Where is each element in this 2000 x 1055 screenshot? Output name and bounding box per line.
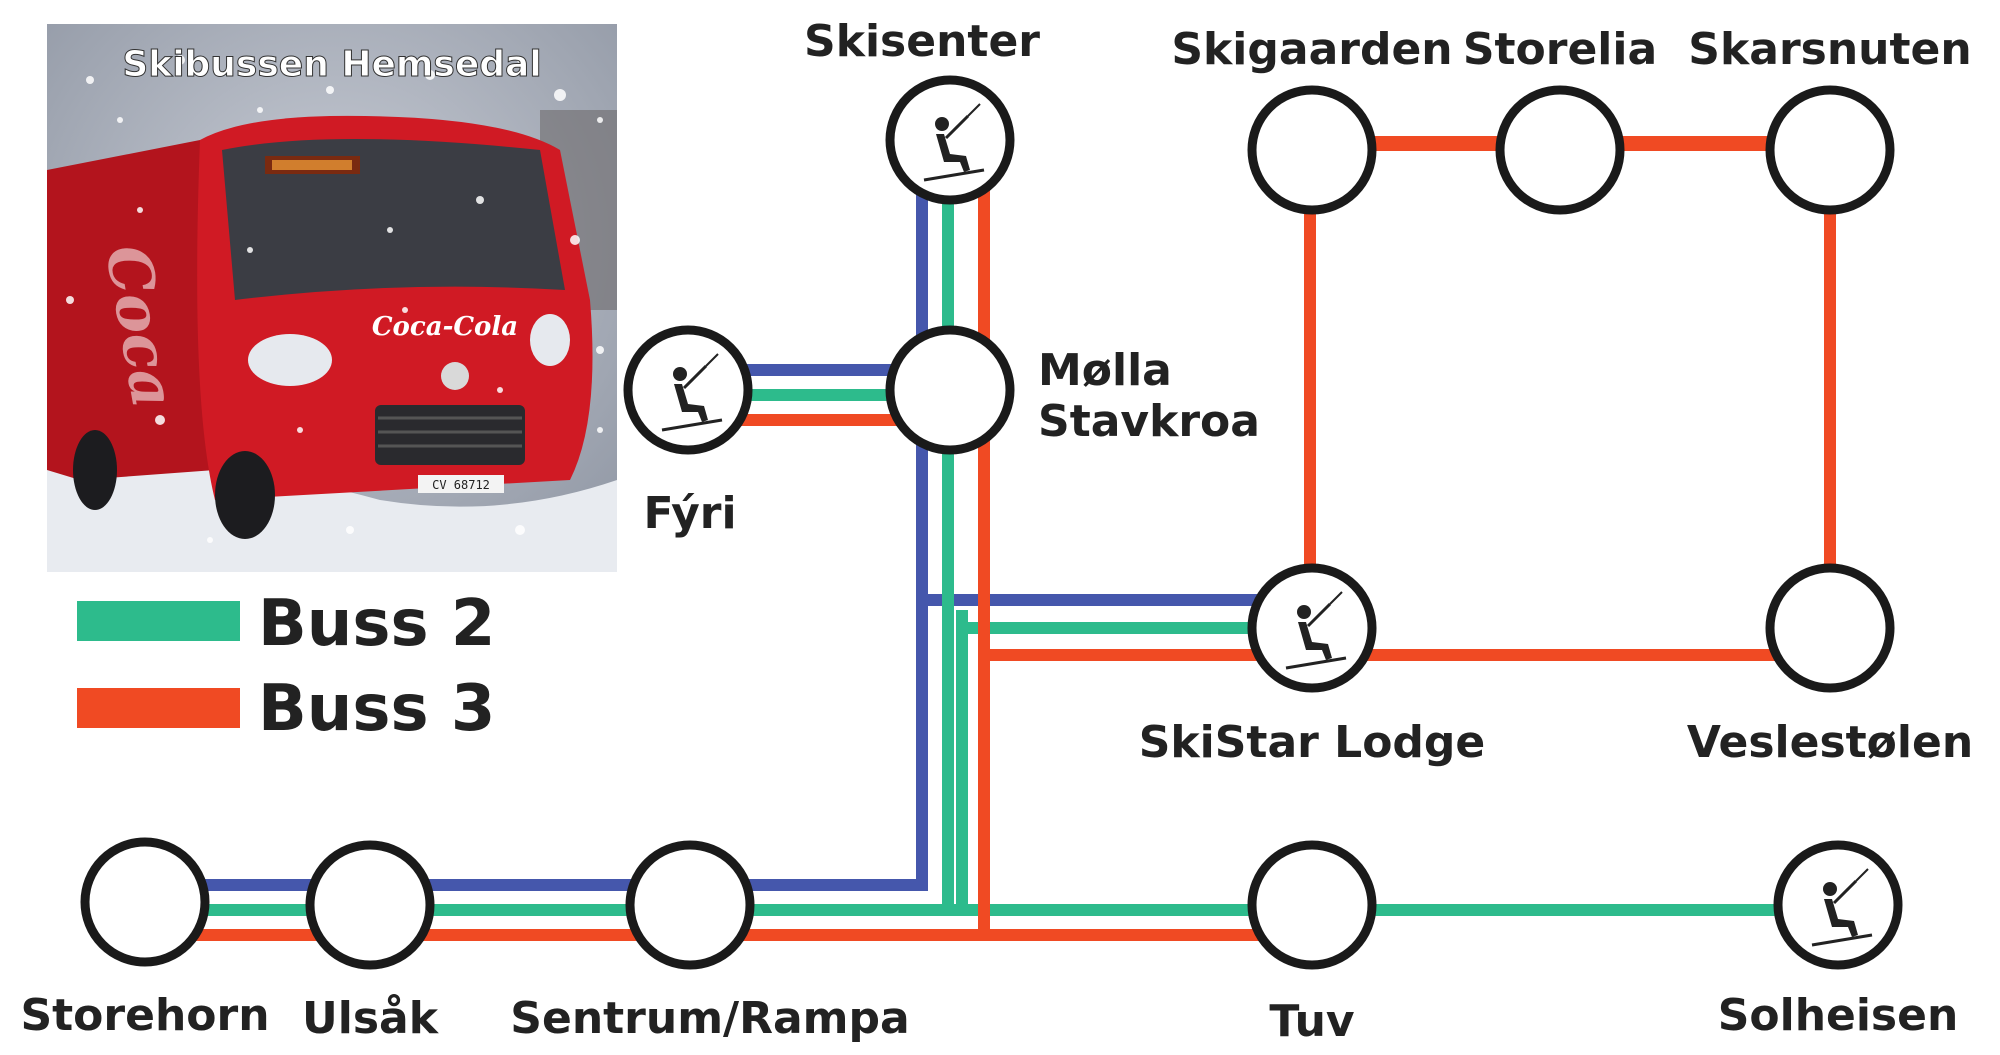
station-labels: Skisenter Mølla Stavkroa Fýri Skigaarden… bbox=[20, 16, 1973, 1047]
station-skistar-lodge[interactable] bbox=[1247, 563, 1377, 693]
legend-swatch-buss-3 bbox=[77, 688, 240, 728]
label-skigaarden: Skigaarden bbox=[1171, 24, 1452, 75]
plate-text: CV 68712 bbox=[432, 478, 490, 492]
station-skarsnuten[interactable] bbox=[1765, 85, 1895, 215]
route-line-blue bbox=[145, 145, 928, 891]
station-ulsak[interactable] bbox=[305, 840, 435, 970]
station-skisenter[interactable] bbox=[885, 75, 1015, 205]
label-tuv: Tuv bbox=[1269, 996, 1355, 1047]
station-fyri[interactable] bbox=[623, 325, 753, 455]
station-tuv[interactable] bbox=[1247, 840, 1377, 970]
legend-label-buss-2: Buss 2 bbox=[258, 587, 495, 661]
station-storelia[interactable] bbox=[1495, 85, 1625, 215]
station-veslestolen[interactable] bbox=[1765, 563, 1895, 693]
bus-brand-text: Coca-Cola bbox=[372, 312, 518, 342]
label-veslestolen: Veslestølen bbox=[1687, 717, 1973, 768]
ski-lift-icons bbox=[656, 98, 1874, 947]
label-ulsak: Ulsåk bbox=[302, 993, 440, 1044]
legend-swatch-buss-2 bbox=[77, 601, 240, 641]
bus-photo: CV 68712 Coca-Cola Coca Skibussen Hemsed… bbox=[47, 24, 617, 572]
bus-windshield bbox=[222, 139, 565, 300]
label-skistar-lodge: SkiStar Lodge bbox=[1139, 717, 1486, 768]
label-storehorn: Storehorn bbox=[20, 990, 269, 1041]
label-solheisen: Solheisen bbox=[1718, 990, 1959, 1041]
station-sentrum-rampa[interactable] bbox=[625, 840, 755, 970]
label-molla: Mølla bbox=[1038, 345, 1172, 396]
label-storelia: Storelia bbox=[1463, 24, 1657, 75]
label-skisenter: Skisenter bbox=[804, 16, 1040, 67]
label-fyri: Fýri bbox=[643, 488, 736, 539]
station-storehorn[interactable] bbox=[80, 837, 210, 967]
label-skarsnuten: Skarsnuten bbox=[1688, 24, 1971, 75]
photo-title: Skibussen Hemsedal bbox=[122, 44, 541, 85]
station-skigaarden[interactable] bbox=[1247, 85, 1377, 215]
label-sentrum-rampa: Sentrum/Rampa bbox=[510, 993, 909, 1044]
legend-label-buss-3: Buss 3 bbox=[258, 672, 495, 746]
station-molla-stavkroa[interactable] bbox=[885, 325, 1015, 455]
legend: Buss 2 Buss 3 bbox=[77, 587, 495, 746]
label-stavkroa: Stavkroa bbox=[1038, 396, 1260, 447]
station-solheisen[interactable] bbox=[1773, 840, 1903, 970]
